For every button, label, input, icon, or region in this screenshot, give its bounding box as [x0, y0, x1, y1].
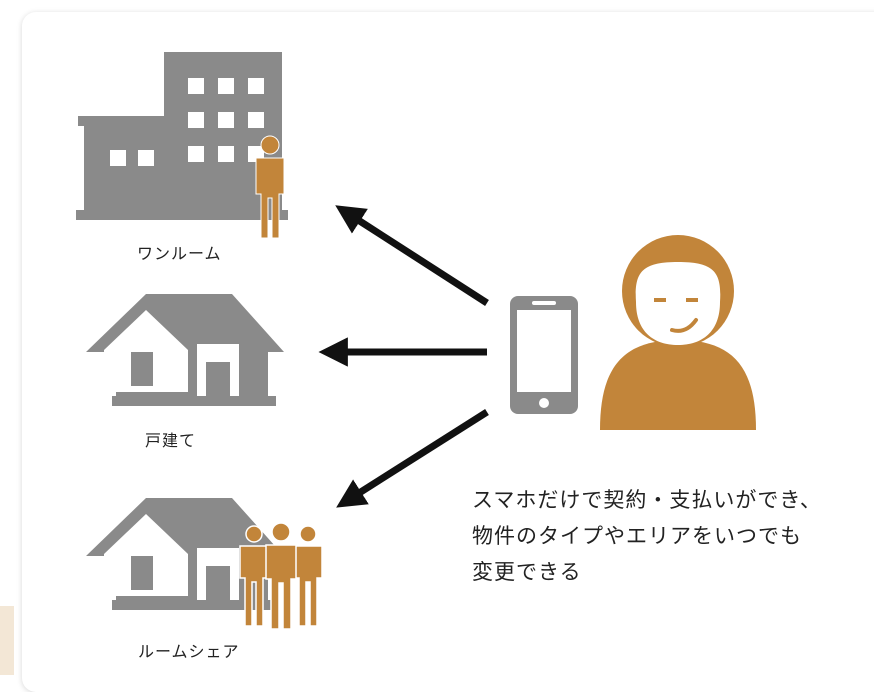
resident-person-icon [255, 135, 285, 239]
group-people-icon [239, 522, 323, 630]
shared-house-icon [86, 498, 284, 610]
caption-line-2: 物件のタイプやエリアをいつでも [472, 524, 802, 548]
arrow-to-apartment [335, 205, 489, 306]
arrow-to-share [336, 409, 489, 508]
diagram-canvas [76, 52, 756, 630]
caption-text: スマホだけで契約・支払いができ、 物件のタイプやエリアをいつでも 変更できる [472, 482, 872, 590]
user-avatar-icon [600, 235, 756, 430]
option-label-apartment: ワンルーム [137, 244, 222, 263]
smartphone-icon [510, 296, 578, 414]
option-label-house: 戸建て [145, 431, 197, 450]
caption-line-1: スマホだけで契約・支払いができ、 [472, 488, 822, 512]
caption-line-3: 変更できる [472, 560, 582, 584]
apartment-icon [76, 52, 288, 220]
beige-corner-accent [0, 606, 14, 675]
option-label-share: ルームシェア [138, 642, 240, 661]
arrows [318, 205, 489, 508]
house-icon [86, 294, 284, 406]
